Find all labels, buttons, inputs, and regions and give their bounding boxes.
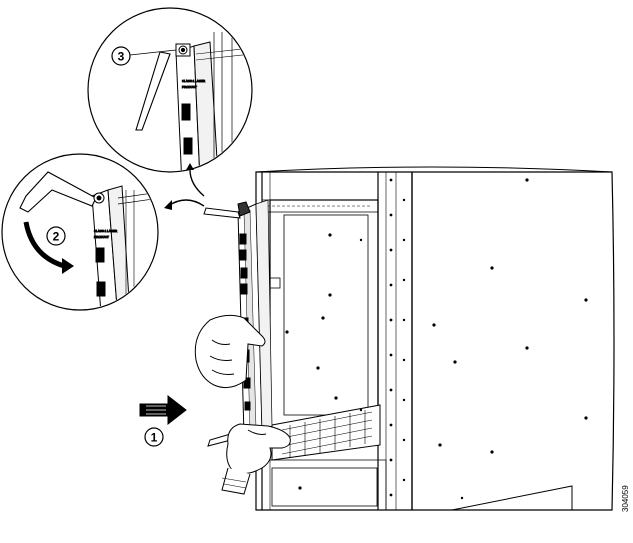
card-label-line1-left: CLASS 1 LASER: [94, 229, 118, 233]
callout-1-label: 1: [151, 431, 158, 445]
detail-circle-2: CLASS 1 LASER PRODUCT 2: [1, 153, 159, 311]
chassis-screws: [285, 178, 588, 500]
upper-hand: [194, 314, 266, 389]
insert-arrow: [139, 394, 187, 426]
figure-id: 304059: [621, 485, 630, 512]
lower-hand: [221, 423, 291, 495]
callout-2-label: 2: [53, 230, 60, 244]
connector-arrowheads: [164, 163, 194, 210]
detail-circle-3: CLASS 1 LASER PRODUCT 3: [87, 7, 253, 173]
chassis: [255, 166, 615, 511]
card-label-line2-left: PRODUCT: [94, 235, 109, 239]
card-label-line1-top: CLASS 1 LASER: [182, 79, 206, 83]
rotate-arrow: [23, 221, 65, 269]
callout-1: 1: [144, 427, 164, 447]
card-label-line2-top: PRODUCT: [182, 85, 197, 89]
callout-3-label: 3: [118, 50, 125, 64]
connector-arrows: [167, 169, 205, 207]
